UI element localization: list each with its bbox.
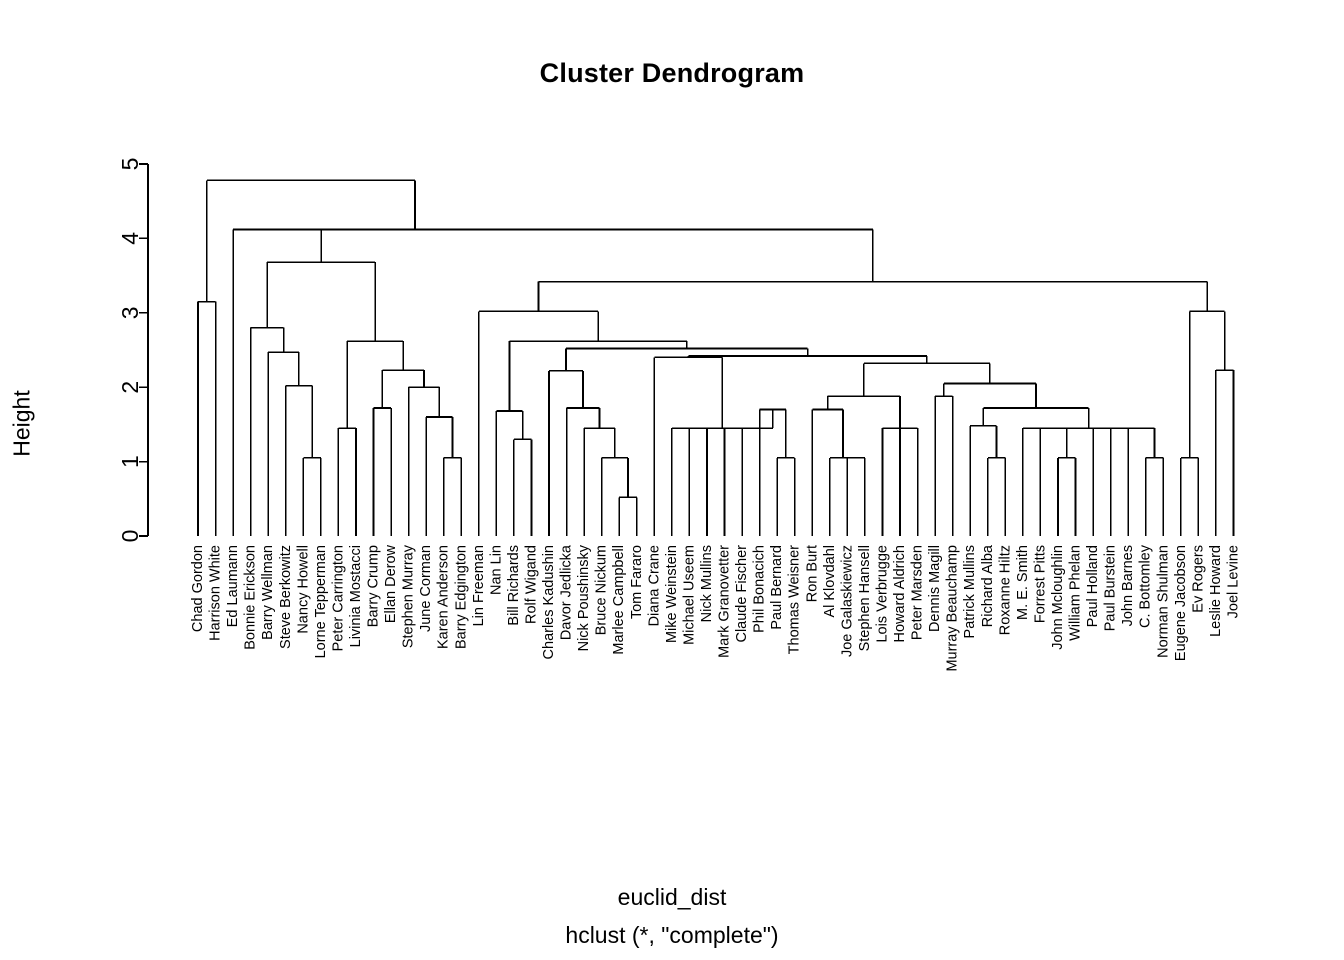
leaf-label: June Corman (418, 545, 434, 632)
leaf-label: Ev Rogers (1190, 545, 1206, 613)
leaf-label: Dennis Magill (927, 545, 943, 632)
leaf-label: Eugene Jacobson (1173, 545, 1189, 661)
x-axis-label-secondary: hclust (*, "complete") (565, 922, 779, 948)
leaf-label: Barry Wellman (260, 545, 276, 640)
leaf-label: Livinia Mostacci (348, 545, 364, 647)
leaf-label: Al Klovdahl (822, 545, 838, 618)
leaf-label: John Mcloughlin (1050, 545, 1066, 650)
leaf-label: Stephen Hansell (857, 545, 873, 651)
leaf-label: Murray Beauchamp (945, 545, 961, 672)
y-axis-tick-label: 4 (117, 232, 143, 245)
y-axis-tick-label: 1 (117, 455, 143, 468)
leaf-label: Bruce Nickum (594, 545, 610, 635)
leaf-label: Diana Crane (646, 545, 662, 626)
leaf-label: Bill Richards (506, 545, 522, 626)
leaf-label: Marlee Campbell (611, 545, 627, 655)
leaf-label: John Barnes (1120, 545, 1136, 626)
leaf-label: Harrison White (208, 545, 224, 641)
leaf-label: Stephen Murray (401, 544, 417, 648)
y-axis-tick-label: 3 (117, 306, 143, 319)
leaf-label: Nancy Howell (295, 545, 311, 634)
leaf-label: Thomas Weisner (787, 545, 803, 654)
y-axis-tick-label: 5 (117, 158, 143, 171)
leaf-label: Ron Burt (804, 545, 820, 602)
leaf-label: Davor Jedlicka (559, 544, 575, 640)
leaf-label: Mark Granovetter (717, 545, 733, 658)
leaf-label: Peter Carrington (330, 545, 346, 651)
leaf-label: Rolf Wigand (523, 545, 539, 624)
leaf-label: Nan Lin (488, 545, 504, 595)
leaf-label: Paul Bernard (769, 545, 785, 630)
leaf-label: Joe Galaskiewicz (839, 545, 855, 657)
leaf-label: Steve Berkowitz (278, 545, 294, 649)
leaf-label: Phil Bonacich (752, 545, 768, 633)
leaf-label: Leslie Howard (1208, 545, 1224, 637)
y-axis-tick-label: 2 (117, 381, 143, 394)
leaf-label: Karen Anderson (436, 545, 452, 649)
leaf-label: Norman Shulman (1155, 545, 1171, 658)
leaf-label: Roxanne Hiltz (997, 545, 1013, 635)
x-axis-label-primary: euclid_dist (617, 884, 727, 910)
y-axis-tick-label: 0 (117, 530, 143, 543)
leaf-label: C. Bottomley (1138, 544, 1154, 628)
leaf-label: Lois Verbrugge (874, 545, 890, 643)
leaf-label: Chad Gordon (190, 545, 206, 632)
leaf-label: M. E. Smith (1015, 545, 1031, 620)
leaf-label: Paul Holland (1085, 545, 1101, 627)
leaf-label: Howard Aldrich (892, 545, 908, 643)
leaf-label: Lorne Tepperman (313, 545, 329, 658)
leaf-label: William Phelan (1068, 545, 1084, 641)
leaf-label: Joel Levine (1225, 545, 1241, 618)
leaf-label: Michael Useem (681, 545, 697, 645)
leaf-label: Mike Weinstein (664, 545, 680, 643)
leaf-label: Barry Crump (366, 545, 382, 627)
leaf-label: Charles Kadushin (541, 545, 557, 659)
leaf-label: Lin Freeman (471, 545, 487, 626)
page-title: Cluster Dendrogram (539, 58, 805, 88)
leaf-label: Barry Edgington (453, 545, 469, 649)
leaf-label: Paul Burstein (1103, 545, 1119, 631)
leaf-label: Forrest Pitts (1032, 545, 1048, 623)
leaf-label: Claude Fischer (734, 545, 750, 643)
leaf-label: Ellan Derow (383, 544, 399, 623)
leaf-label: Nick Mullins (699, 545, 715, 622)
leaf-label: Nick Poushinsky (576, 544, 592, 651)
leaf-label: Bonnie Erickson (243, 545, 259, 650)
leaf-label: Peter Marsden (910, 545, 926, 640)
leaf-label: Ed Laumann (225, 545, 241, 627)
leaf-label: Richard Alba (980, 544, 996, 627)
leaf-label: Patrick Mullins (962, 545, 978, 638)
leaf-label: Tom Fararo (629, 545, 645, 619)
